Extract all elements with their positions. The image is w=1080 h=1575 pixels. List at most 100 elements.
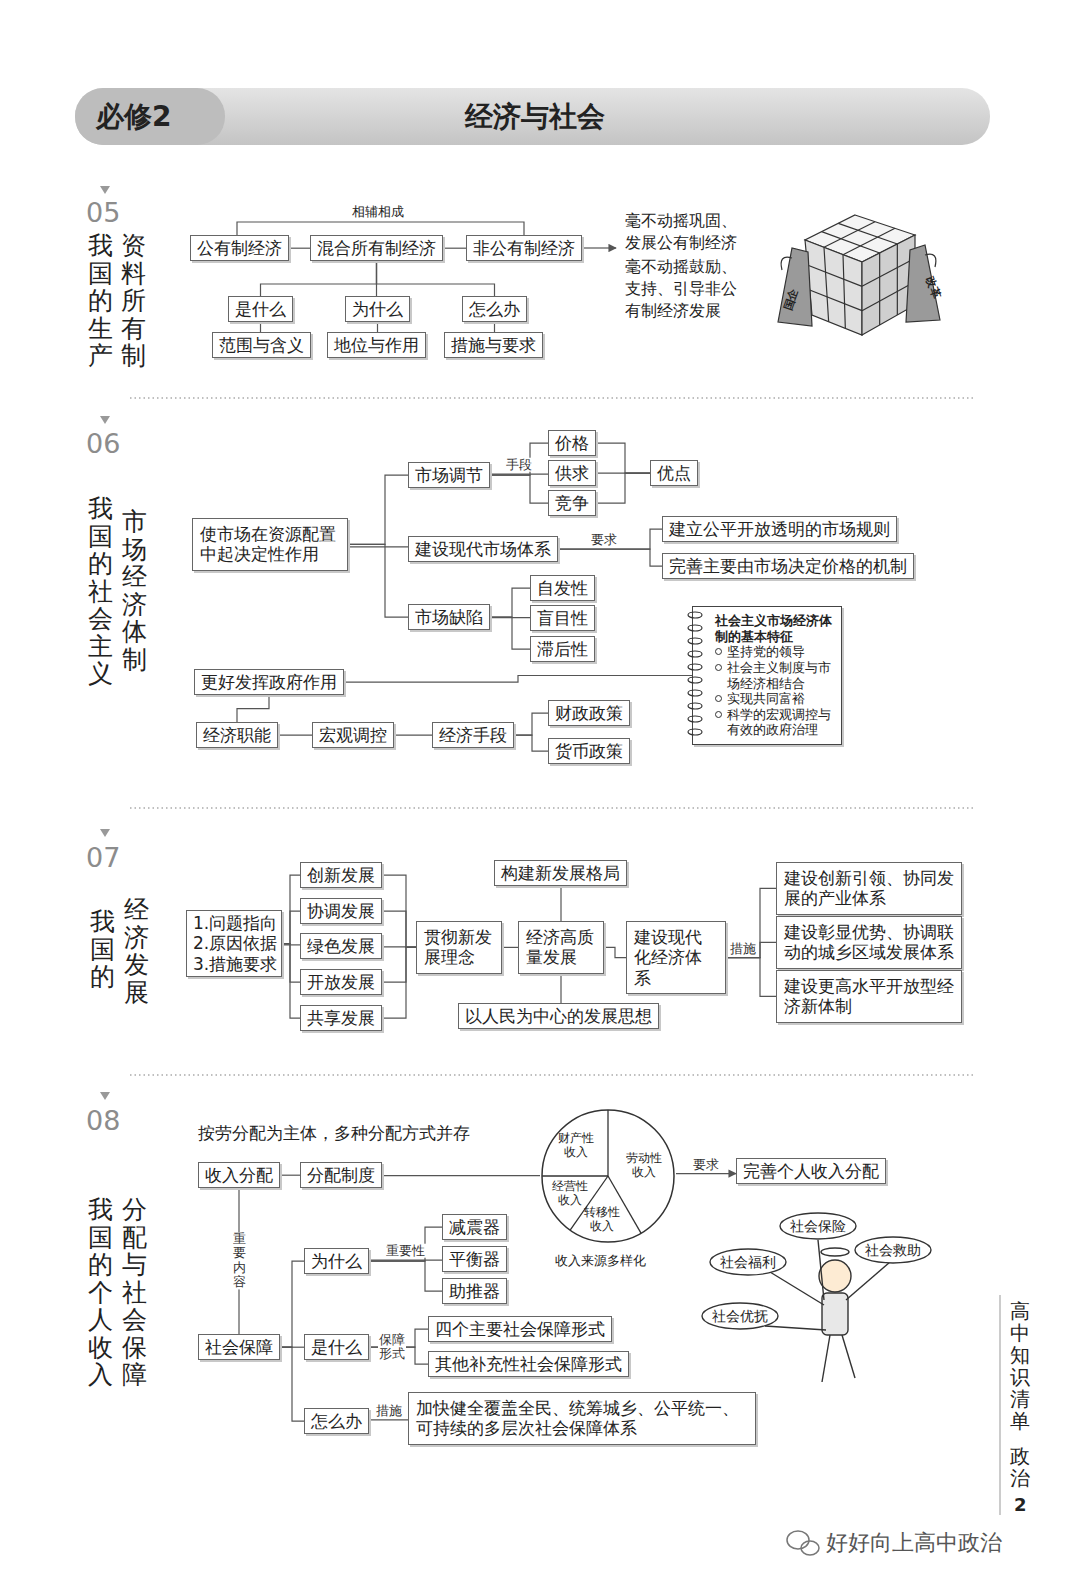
box-text: 以人民为中心的发展思想 bbox=[465, 1006, 652, 1026]
connector bbox=[261, 261, 377, 296]
box-text: 非公有制经济 bbox=[473, 238, 575, 258]
section-number: 06 bbox=[86, 428, 120, 459]
connector bbox=[369, 1419, 408, 1420]
edge-label: 要求 bbox=[590, 533, 618, 547]
concept-box: 自发性 bbox=[530, 575, 595, 601]
connector bbox=[282, 944, 300, 945]
concept-box: 盲目性 bbox=[530, 605, 595, 631]
concept-box: 经济手段 bbox=[432, 722, 514, 748]
connector bbox=[558, 529, 662, 549]
concept-box: 更好发挥政府作用 bbox=[194, 669, 344, 695]
card-text: 实现共同富裕 bbox=[715, 691, 835, 707]
box-text: 盲目性 bbox=[537, 608, 588, 628]
spiral-rings bbox=[685, 607, 707, 746]
box-text: 市场调节 bbox=[415, 465, 483, 485]
connector bbox=[726, 888, 776, 957]
connector bbox=[369, 1227, 442, 1261]
box-text: 1.问题指向 bbox=[193, 913, 275, 933]
connector bbox=[278, 735, 312, 736]
box-text: 减震器 bbox=[449, 1217, 500, 1237]
cartoon-figure bbox=[702, 1213, 931, 1382]
cube-grid bbox=[843, 228, 895, 254]
arrow bbox=[584, 247, 616, 248]
connector bbox=[558, 549, 662, 566]
chart-caption: 收入来源多样化 bbox=[555, 1252, 646, 1270]
box-text: 四个主要社会保障形式 bbox=[435, 1319, 605, 1339]
card-text: 科学的宏观调控与有效的政府治理 bbox=[715, 707, 835, 738]
note: 毫不动摇鼓励、支持、引导非公有制经济发展 bbox=[625, 256, 738, 322]
box-text: 是什么 bbox=[311, 1337, 362, 1357]
box-text: 经济职能 bbox=[203, 725, 271, 745]
watermark: 好好向上高中政治 bbox=[826, 1528, 1002, 1558]
concept-box: 完善个人收入分配 bbox=[736, 1158, 886, 1184]
box-text: 社会保障 bbox=[205, 1337, 273, 1357]
cube-grid bbox=[824, 247, 829, 321]
concept-box: 减震器 bbox=[442, 1214, 507, 1240]
connector bbox=[282, 944, 300, 983]
box-text: 更好发挥政府作用 bbox=[201, 672, 337, 692]
sector-label: 转移性收入 bbox=[584, 1206, 620, 1234]
connector bbox=[348, 475, 408, 544]
connector bbox=[382, 875, 416, 947]
concept-box: 使市场在资源配置中起决定性作用 bbox=[192, 518, 348, 571]
concept-box: 怎么办 bbox=[462, 296, 527, 322]
concept-box: 宏观调控 bbox=[312, 722, 394, 748]
concept-box: 经济职能 bbox=[196, 722, 278, 748]
box-text: 市场缺陷 bbox=[415, 607, 483, 627]
relation-note: 相辅相成 bbox=[352, 203, 404, 221]
section-dividers bbox=[130, 398, 975, 1075]
box-text: 财政政策 bbox=[555, 703, 623, 723]
concept-box: 建设创新引领、协同发展的产业体系 bbox=[776, 862, 962, 915]
box-text: 创新发展 bbox=[307, 865, 375, 885]
bullet bbox=[715, 695, 722, 702]
box-text: 建设现代市场体系 bbox=[415, 539, 551, 559]
box-text: 范围与含义 bbox=[219, 335, 304, 355]
section-title: 分配与社会保障 bbox=[122, 1196, 147, 1389]
connector bbox=[490, 443, 548, 475]
card-text: 坚持党的领导 bbox=[715, 644, 835, 660]
edge-label: 重要性 bbox=[385, 1244, 426, 1258]
wechat-icon bbox=[787, 1531, 819, 1555]
concept-box: 价格 bbox=[548, 430, 596, 456]
box-text: 构建新发展格局 bbox=[501, 863, 620, 883]
edge-label: 要求 bbox=[692, 1157, 720, 1171]
cube-grid bbox=[862, 258, 915, 286]
plate-label: 社会救助 bbox=[865, 1242, 921, 1260]
connector bbox=[604, 947, 626, 957]
connector bbox=[289, 248, 310, 249]
connector bbox=[280, 1347, 304, 1421]
box-text: 自发性 bbox=[537, 578, 588, 598]
concept-box: 地位与作用 bbox=[327, 332, 426, 358]
concept-box: 竞争 bbox=[548, 490, 596, 516]
box-text: 完善个人收入分配 bbox=[743, 1161, 879, 1181]
box-text: 完善主要由市场决定价格的机制 bbox=[669, 556, 907, 576]
page-number: 2 bbox=[1014, 1494, 1027, 1515]
section-title: 我国的社会主义 bbox=[88, 495, 113, 688]
box-text: 是什么 bbox=[235, 299, 286, 319]
cube-grid bbox=[824, 222, 875, 248]
rubik-cube bbox=[778, 215, 940, 335]
box-text: 开放发展 bbox=[307, 972, 375, 992]
box-text: 公有制经济 bbox=[197, 238, 282, 258]
edge-label: 保障形式 bbox=[378, 1333, 406, 1362]
connector bbox=[348, 544, 408, 617]
connector bbox=[596, 473, 650, 503]
note: 按劳分配为主体，多种分配方式并存 bbox=[198, 1122, 470, 1145]
bullet bbox=[715, 711, 722, 718]
note: 毫不动摇巩固、发展公有制经济 bbox=[625, 210, 738, 254]
connector bbox=[490, 588, 530, 617]
box-text: 协调发展 bbox=[307, 901, 375, 921]
side-title: 高中知识清单 bbox=[1010, 1300, 1030, 1432]
connector bbox=[237, 695, 269, 722]
connector bbox=[382, 947, 416, 1018]
connector bbox=[490, 617, 530, 649]
edge-label: 措施 bbox=[375, 1403, 403, 1417]
bullet bbox=[715, 648, 722, 655]
box-text: 怎么办 bbox=[311, 1411, 362, 1431]
cube-grid bbox=[810, 290, 862, 311]
edge-label: 重要内容 bbox=[232, 1233, 247, 1290]
section-title: 资料所有制 bbox=[121, 232, 146, 370]
box-text: 其他补充性社会保障形式 bbox=[435, 1354, 622, 1374]
box-text: 建设现代化经济体系 bbox=[634, 927, 718, 988]
box-text: 建立公平开放透明的市场规则 bbox=[669, 519, 890, 539]
